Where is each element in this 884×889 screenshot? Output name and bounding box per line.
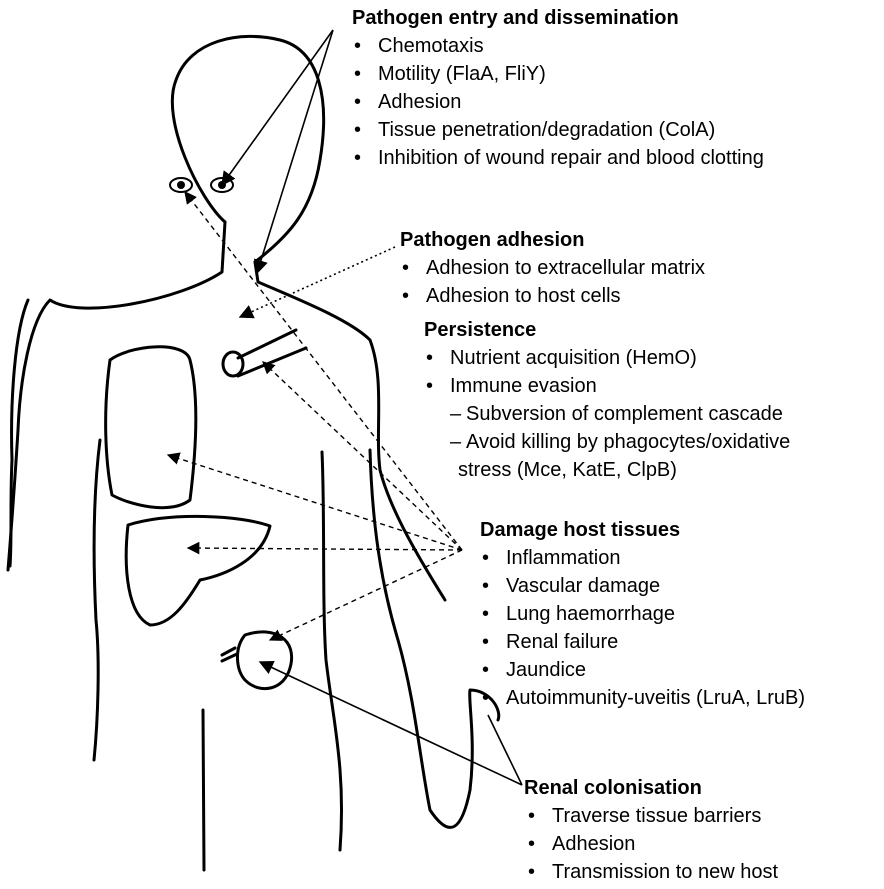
bullet-icon: • — [354, 60, 361, 88]
renal-pointer-to-hand — [488, 715, 522, 785]
left-torso-outline — [94, 440, 100, 760]
list-item: •Autoimmunity-uveitis (LruA, LruB) — [480, 684, 805, 712]
kidney — [237, 632, 291, 689]
entry-block: Pathogen entry and dissemination •Chemot… — [352, 4, 764, 172]
liver — [126, 516, 270, 625]
adhesion-list: •Adhesion to extracellular matrix •Adhes… — [400, 254, 705, 310]
damage-block: Damage host tissues •Inflammation •Vascu… — [480, 516, 805, 712]
sub-list-item: –Avoid killing by phagocytes/oxidative — [450, 428, 790, 456]
list-item: •Tissue penetration/degradation (ColA) — [352, 116, 764, 144]
bullet-icon: • — [482, 656, 489, 684]
list-item: •Adhesion — [352, 88, 764, 116]
immune-evasion-sublist: –Subversion of complement cascade –Avoid… — [450, 400, 790, 484]
damage-title: Damage host tissues — [480, 516, 805, 544]
renal-block: Renal colonisation •Traverse tissue barr… — [524, 774, 778, 886]
bullet-icon: • — [402, 254, 409, 282]
persistence-list: •Nutrient acquisition (HemO) •Immune eva… — [424, 344, 790, 484]
bullet-icon: • — [528, 802, 535, 830]
dash-icon: – — [450, 400, 461, 428]
list-item: •Chemotaxis — [352, 32, 764, 60]
entry-list: •Chemotaxis •Motility (FlaA, FliY) •Adhe… — [352, 32, 764, 172]
lung — [106, 347, 196, 508]
arrow-damage-to-lung — [168, 455, 462, 550]
list-item: •Adhesion to host cells — [400, 282, 705, 310]
persistence-block: Persistence •Nutrient acquisition (HemO)… — [424, 316, 790, 484]
list-item: •Inflammation — [480, 544, 805, 572]
sub-list-item: –Subversion of complement cascade — [450, 400, 790, 428]
sub-list-item-continuation: stress (Mce, KatE, ClpB) — [450, 456, 790, 484]
bullet-icon: • — [426, 372, 433, 400]
bullet-icon: • — [482, 600, 489, 628]
kidney-ureter — [222, 648, 237, 661]
list-item: •Lung haemorrhage — [480, 600, 805, 628]
list-item: •Adhesion — [526, 830, 778, 858]
bullet-icon: • — [354, 88, 361, 116]
bullet-icon: • — [528, 830, 535, 858]
bullet-icon: • — [528, 858, 535, 886]
list-item: •Inhibition of wound repair and blood cl… — [352, 144, 764, 172]
dash-icon: – — [450, 428, 461, 456]
bullet-icon: • — [402, 282, 409, 310]
bullet-icon: • — [482, 572, 489, 600]
adhesion-block: Pathogen adhesion •Adhesion to extracell… — [400, 226, 705, 310]
left-pupil — [177, 181, 185, 189]
trachea-cylinder — [238, 330, 306, 376]
trachea-cylinder-end — [223, 352, 243, 376]
list-item: •Jaundice — [480, 656, 805, 684]
list-item: •Nutrient acquisition (HemO) — [424, 344, 790, 372]
list-item: •Motility (FlaA, FliY) — [352, 60, 764, 88]
bullet-icon: • — [482, 628, 489, 656]
arrow-damage-to-kidney — [270, 550, 462, 640]
bullet-icon: • — [482, 544, 489, 572]
bullet-icon: • — [482, 684, 489, 712]
bullet-icon: • — [354, 32, 361, 60]
arrow-entry-to-eye — [222, 30, 333, 185]
right-torso-outline — [322, 452, 342, 850]
bullet-icon: • — [354, 116, 361, 144]
list-item: •Immune evasion –Subversion of complemen… — [424, 372, 790, 484]
bullet-icon: • — [354, 144, 361, 172]
entry-title: Pathogen entry and dissemination — [352, 4, 764, 32]
renal-title: Renal colonisation — [524, 774, 778, 802]
renal-list: •Traverse tissue barriers •Adhesion •Tra… — [526, 802, 778, 886]
adhesion-title: Pathogen adhesion — [400, 226, 705, 254]
list-item: •Vascular damage — [480, 572, 805, 600]
damage-list: •Inflammation •Vascular damage •Lung hae… — [480, 544, 805, 712]
leg-outline — [203, 710, 204, 870]
list-item: •Transmission to new host — [526, 858, 778, 886]
bullet-icon: • — [426, 344, 433, 372]
list-item: •Traverse tissue barriers — [526, 802, 778, 830]
list-item: •Renal failure — [480, 628, 805, 656]
persistence-title: Persistence — [424, 316, 790, 344]
list-item: •Adhesion to extracellular matrix — [400, 254, 705, 282]
